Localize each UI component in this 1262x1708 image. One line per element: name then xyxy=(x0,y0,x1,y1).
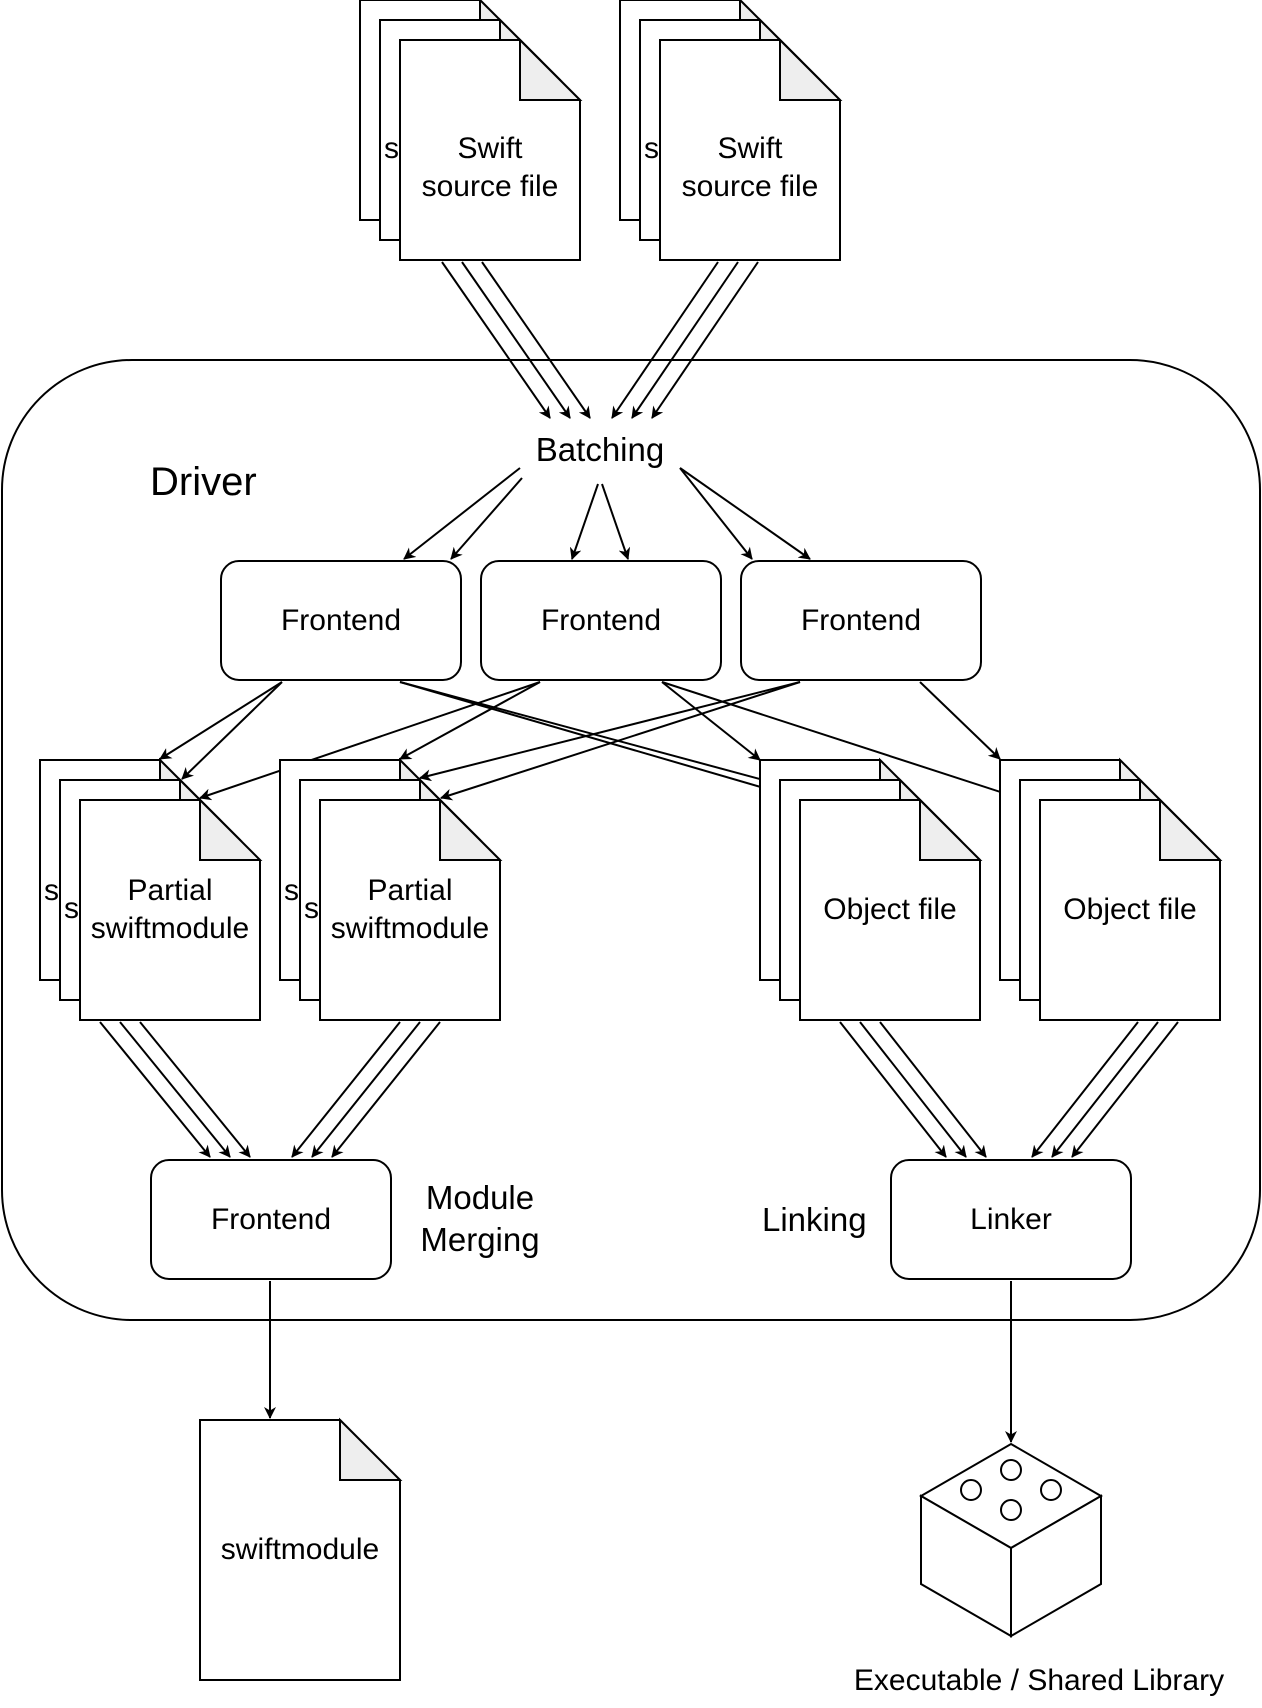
source-to-batching-arrows xyxy=(441,261,759,419)
batching-label: Batching xyxy=(536,431,664,468)
object-file-2-label: Object file xyxy=(1063,893,1196,926)
frontend-node-1: Frontend xyxy=(220,560,462,681)
module-merging-label-line2: Merging xyxy=(420,1221,539,1258)
partial-module-2-peek-back: s xyxy=(284,874,299,907)
partial-module-1-peek-back: s xyxy=(44,874,59,907)
partial-module-2-peek-mid: s xyxy=(304,892,319,925)
swiftmodule-output: swiftmodule xyxy=(199,1417,403,1681)
binary-output-label: Executable / Shared Library xyxy=(854,1664,1224,1697)
source-file-2-line2: source file xyxy=(682,170,819,203)
driver-label: Driver xyxy=(150,460,257,504)
frontend-node-2: Frontend xyxy=(480,560,722,681)
frontend-to-output-arrows xyxy=(159,681,1023,802)
batching-to-frontend-arrows xyxy=(403,467,811,560)
partial-swiftmodule-stack-1: s s Partial swiftmodule xyxy=(39,757,263,1021)
object-file-stack-1: Object file xyxy=(759,757,983,1021)
partial-module-1-line1: Partial xyxy=(127,874,212,907)
source-file-stack-2: s Swift source file xyxy=(619,0,843,261)
object-to-linker-arrows xyxy=(839,1021,1179,1158)
source-file-stack-1: s Swift source file xyxy=(359,0,583,261)
merge-frontend-node: Frontend xyxy=(150,1159,392,1280)
frontend-1-label: Frontend xyxy=(281,604,401,637)
swiftmodule-label: swiftmodule xyxy=(221,1533,379,1566)
partial-module-2-line1: Partial xyxy=(367,874,452,907)
frontend-node-3: Frontend xyxy=(740,560,982,681)
partial-module-1-peek-mid: s xyxy=(64,892,79,925)
partial-module-1-line2: swiftmodule xyxy=(91,912,249,945)
source-file-2-peek: s xyxy=(644,132,659,165)
linker-label: Linker xyxy=(970,1203,1052,1236)
linking-label: Linking xyxy=(762,1201,867,1238)
frontend-2-label: Frontend xyxy=(541,604,661,637)
partial-swiftmodule-stack-2: s s Partial swiftmodule xyxy=(279,757,503,1021)
object-file-1-label: Object file xyxy=(823,893,956,926)
binary-output-icon xyxy=(919,1442,1103,1638)
linker-node: Linker xyxy=(890,1159,1132,1280)
source-file-1-line2: source file xyxy=(422,170,559,203)
partial-module-2-line2: swiftmodule xyxy=(331,912,489,945)
frontend-3-label: Frontend xyxy=(801,604,921,637)
source-file-2-line1: Swift xyxy=(717,132,783,165)
partial-to-merge-arrows xyxy=(99,1021,441,1158)
module-merging-label-line1: Module xyxy=(426,1179,534,1216)
source-file-1-peek: s xyxy=(384,132,399,165)
object-file-stack-2: Object file xyxy=(999,757,1223,1021)
source-file-1-line1: Swift xyxy=(457,132,523,165)
merge-frontend-label: Frontend xyxy=(211,1203,331,1236)
